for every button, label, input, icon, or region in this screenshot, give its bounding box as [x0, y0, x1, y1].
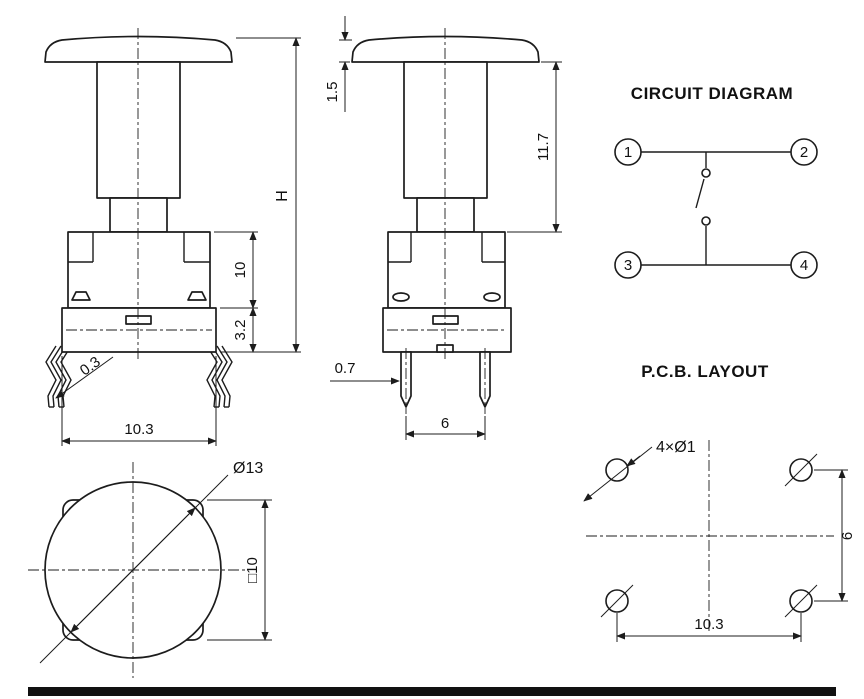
terminal-4-label: 4 [800, 257, 808, 274]
dim-base-width-label: 10.3 [124, 421, 153, 438]
dim-horizontal-pitch: 10.3 [616, 613, 802, 642]
pcb-hole-slash-tr [784, 453, 818, 487]
side-housing-details [388, 232, 505, 302]
side-plunger [403, 61, 488, 199]
dim-h-label: H [274, 190, 291, 202]
dim-horizontal-pitch-label: 10.3 [694, 616, 723, 633]
terminal-3-label: 3 [624, 257, 632, 274]
dim-stem-height-label: 11.7 [535, 133, 552, 161]
front-housing [67, 231, 211, 309]
dim-cap-diameter-label: Ø13 [233, 460, 263, 477]
dim-cap-diameter: Ø13 [39, 460, 263, 664]
circuit-diagram-title: CIRCUIT DIAGRAM [631, 84, 793, 103]
side-pin-left [400, 351, 412, 408]
dim-stem-height: 11.7 [507, 61, 562, 233]
front-view: H 10 3.2 0.3 10.3 [44, 28, 301, 446]
terminal-1-circle [614, 138, 642, 166]
terminal-2-label: 2 [800, 144, 808, 161]
side-neck [416, 197, 475, 233]
front-housing-details [68, 232, 210, 301]
side-base-boss [432, 315, 459, 325]
dim-holes: 4×Ø1 [583, 439, 696, 502]
dim-lead-thickness-label: 0.3 [77, 353, 104, 379]
dim-lead-width-label: 0.7 [335, 360, 356, 377]
terminal-2-circle [790, 138, 818, 166]
front-plunger [96, 61, 181, 199]
front-base-boss [125, 315, 152, 325]
circuit-diagram: CIRCUIT DIAGRAM 1 2 3 4 [614, 84, 818, 279]
dim-base-width: 10.3 [61, 356, 217, 446]
pcb-layout: P.C.B. LAYOUT 4×Ø1 6 10.3 [583, 362, 856, 642]
terminal-3-circle [614, 251, 642, 279]
dim-cap-thickness: 1.5 [324, 16, 352, 112]
side-pin-right [479, 351, 491, 408]
side-cap [351, 35, 540, 63]
dim-lead-length: 3.2 [232, 307, 257, 353]
dim-h: H [220, 37, 301, 353]
dim-lead-width: 0.7 [330, 360, 400, 385]
front-neck [109, 197, 168, 233]
pcb-layout-title: P.C.B. LAYOUT [641, 362, 769, 381]
terminal-4-circle [790, 251, 818, 279]
dim-lead-pitch-label: 6 [441, 415, 449, 432]
pcb-hole-top-left [605, 458, 629, 482]
dim-holes-label: 4×Ø1 [656, 439, 696, 456]
circuit-switch-lever [695, 178, 705, 209]
footer-bar [28, 687, 836, 696]
circuit-contact-top [701, 168, 711, 178]
side-view: 1.5 11.7 0.7 6 [324, 16, 562, 440]
dim-lead-pitch: 6 [405, 415, 486, 440]
dim-vertical-pitch: 6 [814, 469, 856, 602]
dim-lead-thickness: 0.3 [55, 353, 114, 399]
dim-body-height-label: 10 [232, 262, 249, 279]
dim-body-height: 10 [214, 231, 258, 309]
dim-body-square-label: □10 [244, 557, 261, 583]
circuit-contact-bottom [701, 216, 711, 226]
pcb-hole-slash-br [784, 584, 818, 618]
dim-vertical-pitch-label: 6 [839, 532, 856, 540]
front-cap [44, 35, 233, 63]
dim-cap-thickness-label: 1.5 [324, 82, 341, 103]
dim-body-square: □10 [207, 499, 272, 641]
terminal-1-label: 1 [624, 144, 632, 161]
front-bent-leads [45, 345, 233, 408]
top-view: Ø13 □10 [28, 460, 272, 678]
dim-lead-length-label: 3.2 [232, 320, 249, 341]
pcb-hole-slash-bl [600, 584, 634, 618]
